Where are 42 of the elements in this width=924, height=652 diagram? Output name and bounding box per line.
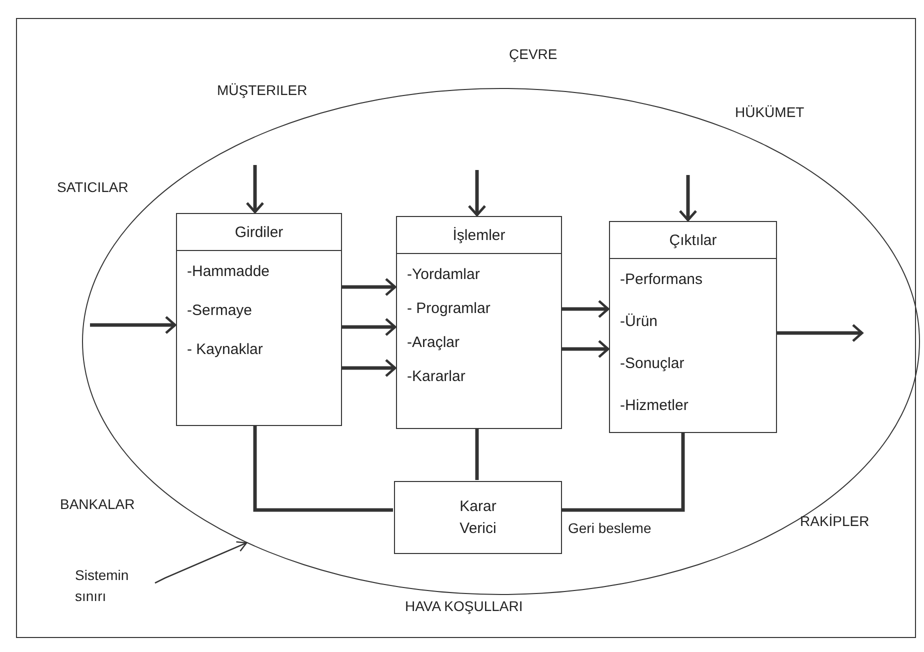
environment-label: MÜŞTERILER <box>217 82 308 98</box>
list-item: -Hizmetler <box>620 397 688 414</box>
edge-label: Geri besleme <box>568 520 652 536</box>
environment-label: HÜKÜMET <box>735 104 804 120</box>
list-item: -Kararlar <box>407 368 466 385</box>
connector-line <box>253 425 393 512</box>
list-item: - Programlar <box>407 300 490 317</box>
list-item: -Sermaye <box>187 302 252 319</box>
arrow <box>678 175 698 222</box>
arrow <box>776 324 864 342</box>
connector-line <box>475 428 479 480</box>
environment-label: BANKALAR <box>60 496 135 512</box>
arrow <box>90 316 176 334</box>
list-item: -Hammadde <box>187 263 270 280</box>
arrow <box>561 300 610 318</box>
connector-line <box>561 432 685 512</box>
environment-label: RAKİPLER <box>800 513 870 529</box>
arrow <box>341 278 396 296</box>
arrow <box>341 358 396 378</box>
process-box <box>609 221 777 433</box>
arrow <box>341 318 396 336</box>
environment-label: ÇEVRE <box>509 46 558 62</box>
process-box <box>176 213 342 426</box>
process-box <box>394 481 562 554</box>
list-item: -Yordamlar <box>407 266 480 283</box>
arrow <box>468 170 486 216</box>
list-item: -Araçlar <box>407 334 460 351</box>
box-label: Karar Verici <box>458 496 498 538</box>
arrow <box>561 340 610 358</box>
environment-label: HAVA KOŞULLARI <box>405 598 523 614</box>
process-box <box>396 216 562 429</box>
box-title: Çıktılar <box>669 232 717 248</box>
list-item: -Sonuçlar <box>620 355 684 372</box>
arrow <box>154 541 248 584</box>
list-item: -Performans <box>620 271 703 288</box>
box-title: İşlemler <box>452 226 506 244</box>
environment-label: SATICILAR <box>57 179 128 195</box>
list-item: - Kaynaklar <box>187 341 263 358</box>
arrow <box>246 165 264 214</box>
boundary-note: Sistemin sınırı <box>75 565 155 607</box>
list-item: -Ürün <box>620 313 658 330</box>
box-title: Girdiler <box>234 224 284 240</box>
